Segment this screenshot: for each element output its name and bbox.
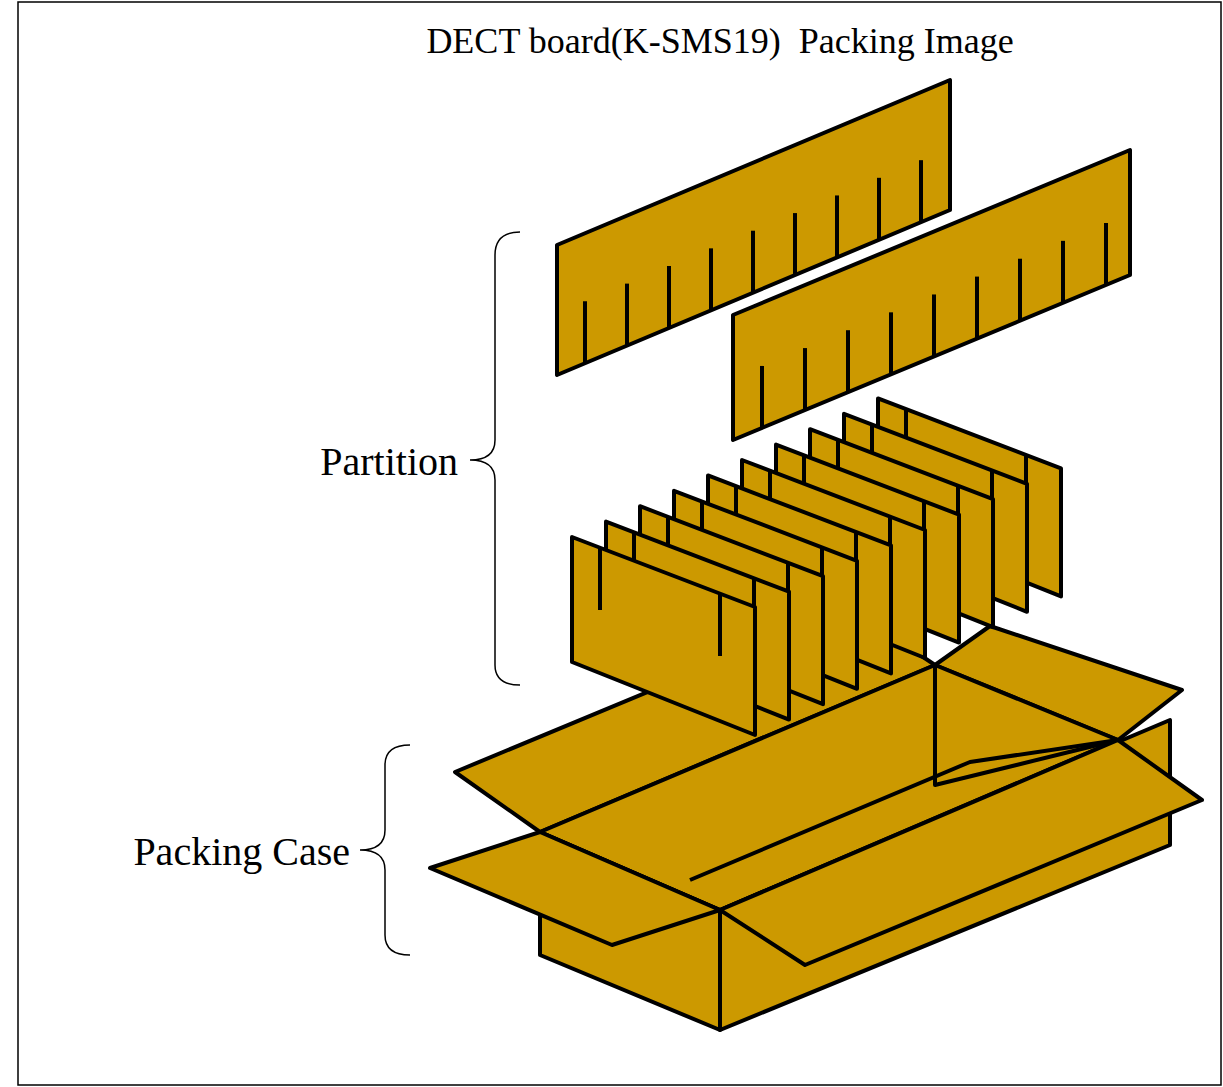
slot-line <box>919 160 923 222</box>
slot-line <box>846 330 850 392</box>
slot-line <box>598 548 602 610</box>
partition-slots <box>762 223 1106 428</box>
slot-line <box>751 231 755 293</box>
partition-panel <box>572 537 755 735</box>
front-right-flap <box>720 740 1202 965</box>
slot-line <box>718 594 722 656</box>
front-left-flap <box>430 832 720 945</box>
slot-line <box>583 301 587 363</box>
part-label: Partition <box>320 438 458 486</box>
slot-line <box>667 266 671 328</box>
part-label: Packing Case <box>133 828 350 876</box>
bracket <box>470 232 520 685</box>
long-partition-board <box>733 150 1130 440</box>
slot-line <box>975 277 979 339</box>
slot-line <box>760 366 764 428</box>
slot-line <box>625 284 629 346</box>
slot-line <box>803 348 807 410</box>
slot-line <box>835 195 839 257</box>
bracket <box>360 745 410 955</box>
slot-line <box>889 312 893 374</box>
slot-line <box>1018 259 1022 321</box>
long-partition <box>733 150 1130 440</box>
partition-panels <box>572 398 1061 735</box>
diagram-title: DECT board(K-SMS19) Packing Image <box>426 20 1013 63</box>
slot-line <box>1061 241 1065 303</box>
slot-line <box>793 213 797 275</box>
frame <box>18 2 1221 1085</box>
slot-line <box>877 178 881 240</box>
slot-line <box>1104 223 1108 285</box>
slot-line <box>709 248 713 310</box>
slot-line <box>932 294 936 356</box>
panel-face <box>572 537 755 735</box>
